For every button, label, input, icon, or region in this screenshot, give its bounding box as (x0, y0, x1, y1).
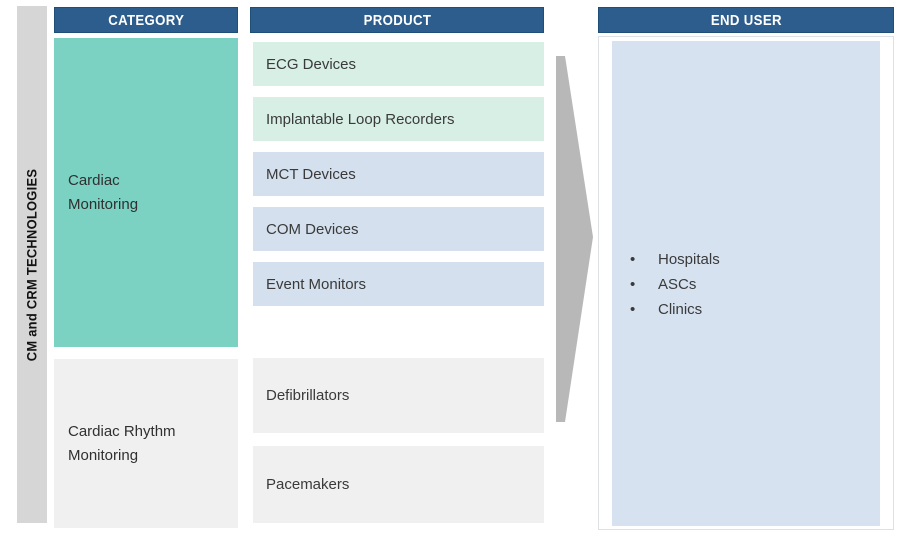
product-label: Implantable Loop Recorders (266, 110, 455, 128)
end-user-label: Clinics (658, 301, 703, 318)
category-label: Cardiac Monitoring (68, 172, 139, 213)
end-user-list: • Hospitals • ASCs • Clinics (630, 247, 720, 322)
product-row-mct-devices: MCT Devices (253, 152, 544, 196)
technology-sidebar: CM and CRM TECHNOLOGIES (17, 6, 47, 523)
bullet-icon: • (630, 251, 636, 268)
product-row-implantable-loop-recorders: Implantable Loop Recorders (253, 97, 544, 141)
end-user-label: ASCs (658, 276, 697, 293)
product-row-com-devices: COM Devices (253, 207, 544, 251)
product-label: Defibrillators (266, 387, 350, 404)
product-label: Pacemakers (266, 476, 350, 493)
flow-arrow-icon (556, 56, 593, 422)
product-label: MCT Devices (266, 165, 356, 183)
end-user-column-header: END USER (598, 7, 894, 33)
product-column-header: PRODUCT (250, 7, 544, 33)
end-user-header-label: END USER (710, 11, 782, 29)
category-label: Cardiac Rhythm Monitoring (68, 423, 176, 464)
end-user-panel (612, 41, 880, 526)
end-user-item-ascs: • ASCs (630, 272, 720, 297)
end-user-item-hospitals: • Hospitals (630, 247, 720, 272)
product-row-ecg-devices: ECG Devices (253, 42, 544, 86)
product-row-defibrillators: Defibrillators (253, 358, 544, 433)
end-user-label: Hospitals (658, 251, 720, 268)
product-label: COM Devices (266, 220, 359, 238)
product-row-pacemakers: Pacemakers (253, 446, 544, 523)
product-label: ECG Devices (266, 55, 357, 73)
sidebar-label: CM and CRM TECHNOLOGIES (24, 168, 40, 361)
flow-arrow-shape (556, 56, 593, 422)
category-box-cardiac-rhythm-monitoring: Cardiac Rhythm Monitoring (54, 359, 238, 528)
bullet-icon: • (630, 276, 636, 293)
category-header-label: CATEGORY (107, 11, 185, 29)
bullet-icon: • (630, 301, 636, 318)
product-label: Event Monitors (266, 275, 367, 293)
product-header-label: PRODUCT (363, 11, 431, 29)
category-box-cardiac-monitoring: Cardiac Monitoring (54, 38, 238, 347)
category-column-header: CATEGORY (54, 7, 238, 33)
end-user-item-clinics: • Clinics (630, 297, 720, 322)
product-row-event-monitors: Event Monitors (253, 262, 544, 306)
